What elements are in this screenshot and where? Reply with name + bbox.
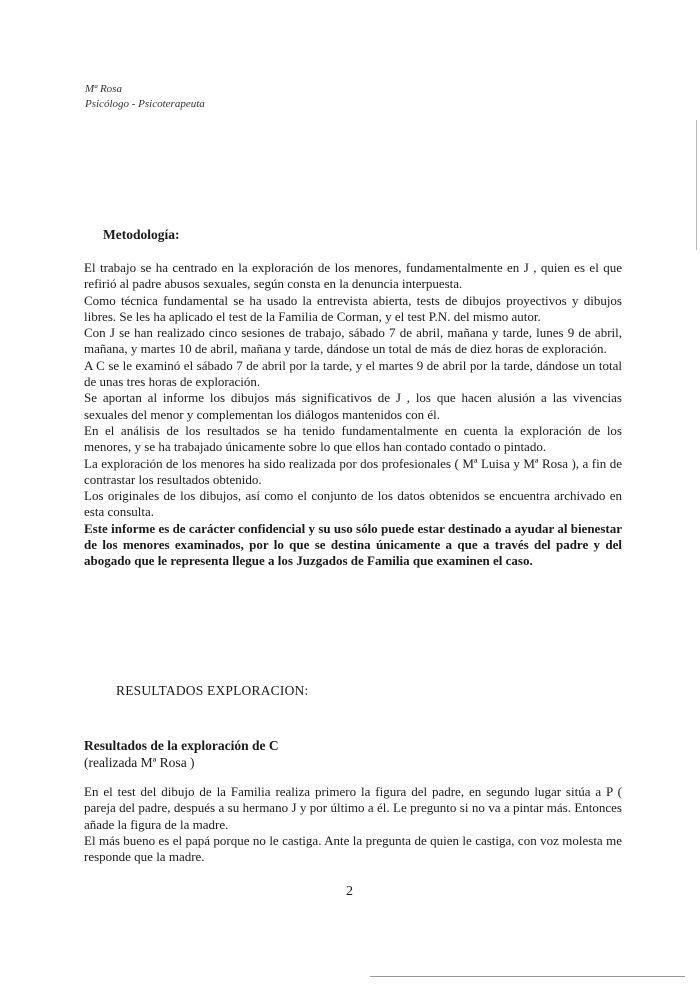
results-subheading: Resultados de la exploración de C (reali… — [84, 737, 279, 771]
results-section-title: RESULTADOS EXPLORACION: — [116, 683, 309, 698]
results-subtitle: Resultados de la exploración de C — [84, 738, 279, 753]
results-examiner: (realizada Mª Rosa ) — [84, 755, 195, 770]
confidentiality-notice: Este informe es de carácter confidencial… — [84, 520, 622, 569]
methodology-body: El trabajo se ha centrado en la explorac… — [84, 260, 622, 570]
author-role: Psicólogo - Psicoterapeuta — [85, 98, 205, 110]
paragraph: A C se le examinó el sábado 7 de abril p… — [84, 357, 622, 390]
scan-bottom-line — [370, 976, 685, 977]
paragraph: Los originales de los dibujos, así como … — [84, 488, 622, 520]
paragraph: Con J se han realizado cinco sesiones de… — [84, 325, 622, 357]
results-body: En el test del dibujo de la Familia real… — [84, 784, 622, 865]
paragraph: El trabajo se ha centrado en la explorac… — [84, 260, 622, 292]
page-number: 2 — [346, 884, 353, 899]
author-name: Mª Rosa — [85, 83, 122, 95]
letterhead: Mª Rosa Psicólogo - Psicoterapeuta — [85, 82, 205, 112]
methodology-heading: Metodología: — [103, 227, 180, 242]
paragraph: En el test del dibujo de la Familia real… — [84, 784, 622, 832]
scan-edge-line — [696, 120, 697, 250]
paragraph: Se aportan al informe los dibujos más si… — [84, 390, 622, 422]
paragraph: El más bueno es el papá porque no le cas… — [84, 832, 622, 865]
paragraph: En el análisis de los resultados se ha t… — [84, 422, 622, 455]
paragraph: La exploración de los menores ha sido re… — [84, 455, 622, 487]
paragraph: Como técnica fundamental se ha usado la … — [84, 292, 622, 324]
